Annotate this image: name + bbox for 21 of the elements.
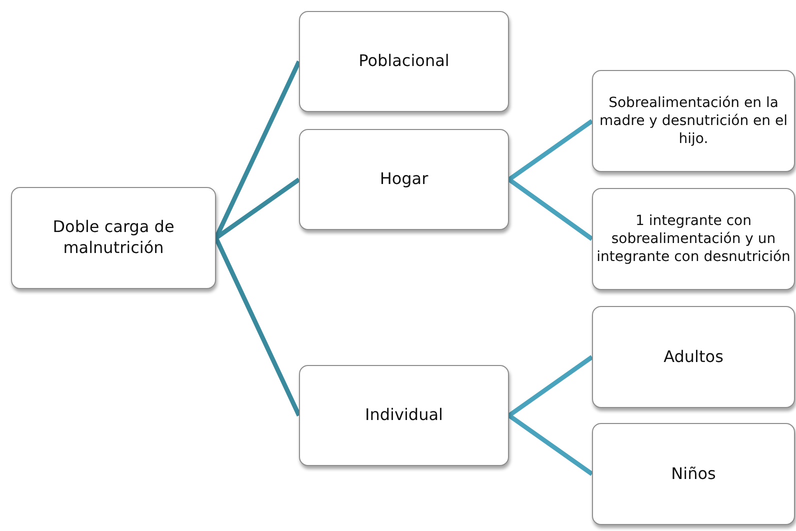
text-box xyxy=(299,365,509,466)
connector-line xyxy=(214,237,302,416)
text-box xyxy=(592,188,795,290)
connector-line xyxy=(508,119,594,182)
box-label: Niños xyxy=(671,464,716,484)
text-box xyxy=(592,423,795,525)
box-label: Hogar xyxy=(380,169,428,190)
box-label: Adultos xyxy=(664,346,724,368)
box-label: Doble carga de malnutrición xyxy=(52,217,176,259)
connector-line xyxy=(508,178,594,241)
connector-line xyxy=(508,414,594,476)
connector-line xyxy=(508,355,594,418)
text-box xyxy=(299,11,509,112)
box-label: Individual xyxy=(365,405,443,426)
box-label: 1 integrante con sobrealimentación y un integrante con desnutrición xyxy=(596,212,791,266)
text-box xyxy=(592,70,795,172)
text-box xyxy=(11,187,216,289)
text-box xyxy=(592,306,795,408)
box-label: Sobrealimentación en la madre y desnutrición en el hijo. xyxy=(598,94,788,148)
text-box xyxy=(299,129,509,230)
box-label: Poblacional xyxy=(358,51,450,72)
